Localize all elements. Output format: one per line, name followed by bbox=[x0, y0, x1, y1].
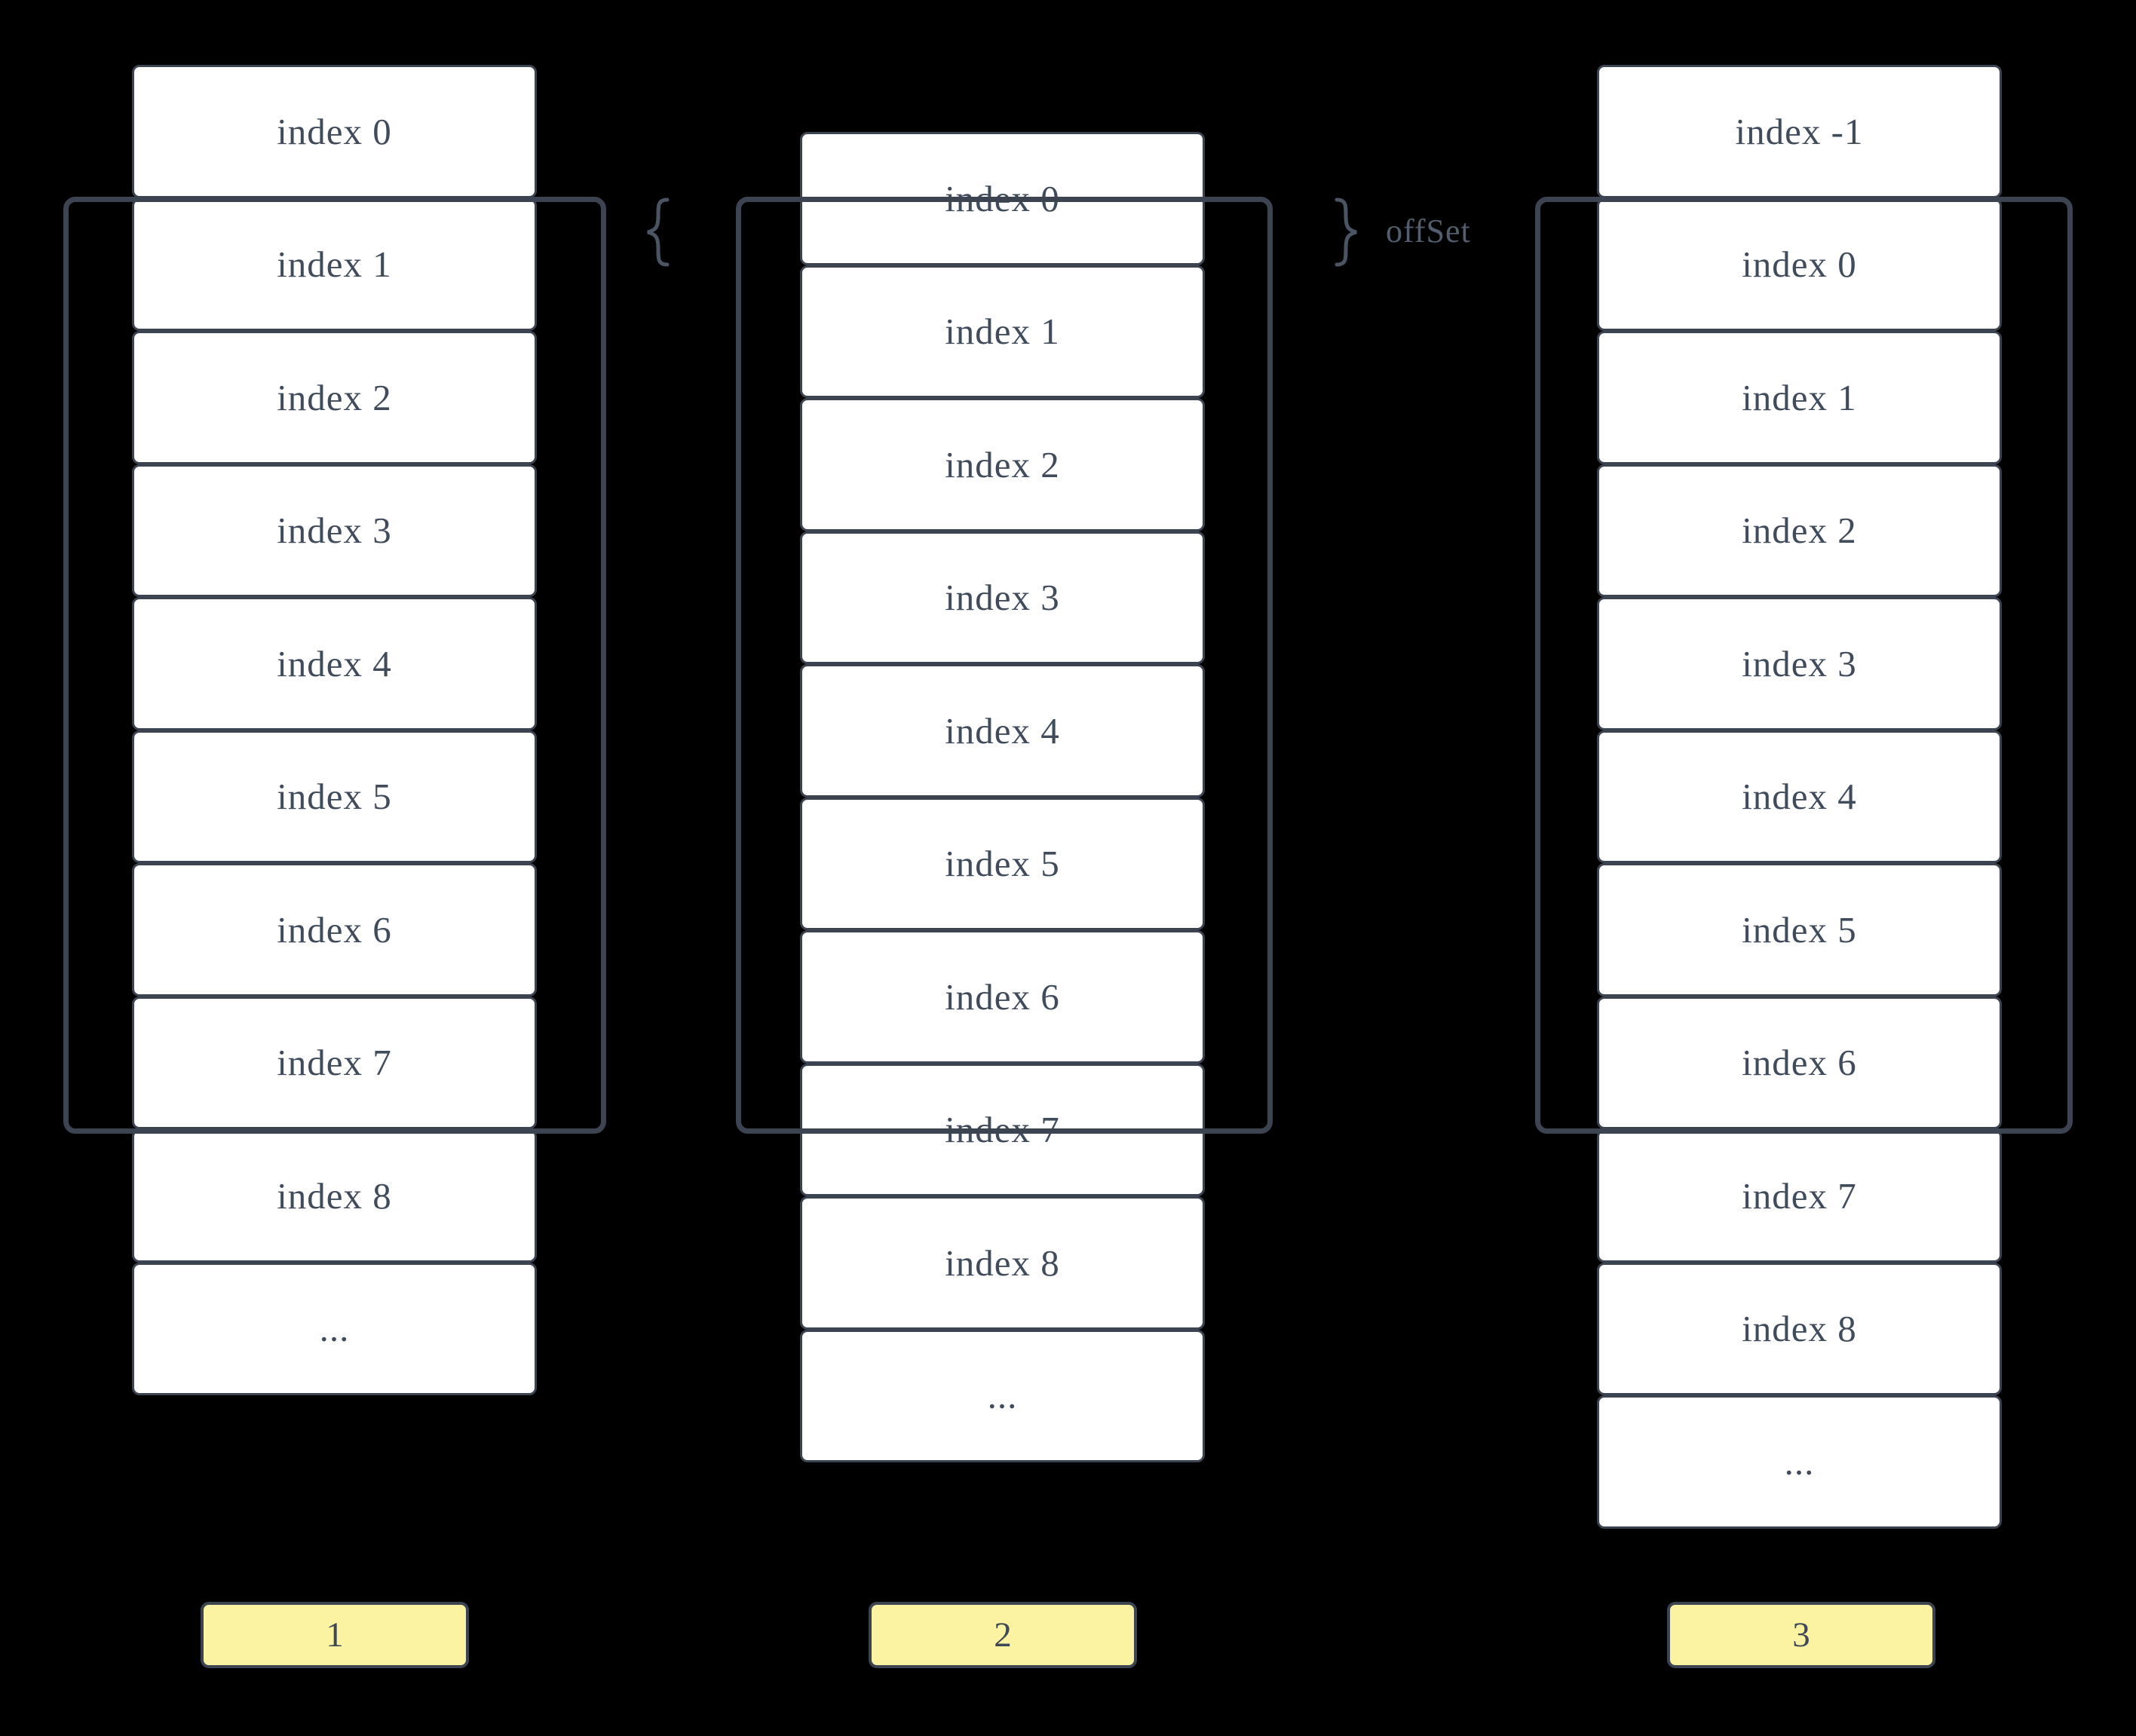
array-cell: index 7 bbox=[1597, 1129, 2002, 1263]
array-cell-label: ... bbox=[319, 1308, 350, 1350]
array-cell: index 6 bbox=[132, 863, 537, 997]
array-cell-label: index 0 bbox=[945, 177, 1060, 219]
array-cell-label: index 2 bbox=[277, 376, 392, 418]
array-cell: index 6 bbox=[1597, 996, 2002, 1129]
array-cell: index 6 bbox=[800, 930, 1205, 1064]
array-cell: ... bbox=[1597, 1395, 2002, 1529]
array-column-1: index 0 index 1 index 2 index 3 index 4 … bbox=[132, 65, 537, 1395]
array-cell: index 5 bbox=[132, 730, 537, 863]
array-cell-label: index 8 bbox=[277, 1174, 392, 1217]
left-curly-brace-icon bbox=[637, 197, 670, 267]
array-cell: index 3 bbox=[132, 464, 537, 597]
array-cell-label: index -1 bbox=[1735, 110, 1864, 152]
array-cell-label: index 6 bbox=[945, 975, 1060, 1018]
array-cell-label: index 5 bbox=[277, 776, 392, 818]
array-cell: index 4 bbox=[800, 664, 1205, 798]
step-badge-2: 2 bbox=[869, 1602, 1137, 1668]
array-cell: index 7 bbox=[800, 1063, 1205, 1196]
array-cell-label: ... bbox=[987, 1375, 1018, 1417]
array-cell-label: index 0 bbox=[1742, 243, 1857, 286]
array-cell: index 3 bbox=[1597, 597, 2002, 730]
array-cell-label: index 1 bbox=[1742, 376, 1857, 418]
array-cell-label: index 5 bbox=[1742, 908, 1857, 951]
array-cell: index 8 bbox=[1597, 1262, 2002, 1395]
array-cell-label: index 7 bbox=[945, 1109, 1060, 1151]
offset-label: offSet bbox=[1386, 213, 1471, 250]
array-cell-label: index 4 bbox=[277, 642, 392, 684]
array-cell-label: index 6 bbox=[277, 908, 392, 951]
array-cell-label: index 5 bbox=[945, 843, 1060, 885]
step-badge-3: 3 bbox=[1667, 1602, 1935, 1668]
array-cell-label: index 1 bbox=[945, 311, 1060, 353]
array-cell: index 8 bbox=[800, 1196, 1205, 1330]
array-cell: index 2 bbox=[1597, 464, 2002, 597]
array-cell: ... bbox=[800, 1329, 1205, 1462]
array-cell: index 4 bbox=[132, 597, 537, 730]
array-cell: index 7 bbox=[132, 996, 537, 1129]
step-badge-1: 1 bbox=[201, 1602, 469, 1668]
array-cell-label: index 2 bbox=[945, 443, 1060, 485]
array-cell-label: index 4 bbox=[945, 709, 1060, 752]
array-cell: index 1 bbox=[132, 197, 537, 331]
array-cell: index 5 bbox=[800, 797, 1205, 930]
array-cell-label: index 6 bbox=[1742, 1042, 1857, 1084]
array-cell: index 3 bbox=[800, 531, 1205, 664]
array-cell-label: index 0 bbox=[277, 110, 392, 152]
array-cell: index 1 bbox=[1597, 331, 2002, 464]
array-cell-label: index 8 bbox=[945, 1242, 1060, 1284]
array-cell-label: index 2 bbox=[1742, 510, 1857, 552]
array-column-3: index -1 index 0 index 1 index 2 index 3… bbox=[1597, 65, 2002, 1529]
array-cell: index 0 bbox=[800, 132, 1205, 265]
array-cell: index 1 bbox=[800, 265, 1205, 398]
array-cell: index 2 bbox=[800, 398, 1205, 531]
array-cell-label: index 3 bbox=[277, 510, 392, 552]
array-cell: ... bbox=[132, 1262, 537, 1395]
array-cell: index 5 bbox=[1597, 863, 2002, 997]
array-cell: index 0 bbox=[1597, 197, 2002, 331]
array-cell: index -1 bbox=[1597, 65, 2002, 198]
array-cell: index 4 bbox=[1597, 730, 2002, 863]
array-cell: index 8 bbox=[132, 1129, 537, 1263]
array-cell-label: ... bbox=[1784, 1441, 1815, 1483]
array-cell-label: index 7 bbox=[277, 1042, 392, 1084]
array-cell: index 0 bbox=[132, 65, 537, 198]
array-cell-label: index 8 bbox=[1742, 1308, 1857, 1350]
array-cell-label: index 4 bbox=[1742, 776, 1857, 818]
array-cell-label: index 7 bbox=[1742, 1174, 1857, 1217]
right-curly-brace-icon bbox=[1334, 197, 1367, 267]
array-cell-label: index 1 bbox=[277, 243, 392, 286]
array-cell-label: index 3 bbox=[1742, 642, 1857, 684]
array-column-2: index 0 index 1 index 2 index 3 index 4 … bbox=[800, 132, 1205, 1462]
array-cell-label: index 3 bbox=[945, 577, 1060, 619]
array-cell: index 2 bbox=[132, 331, 537, 464]
